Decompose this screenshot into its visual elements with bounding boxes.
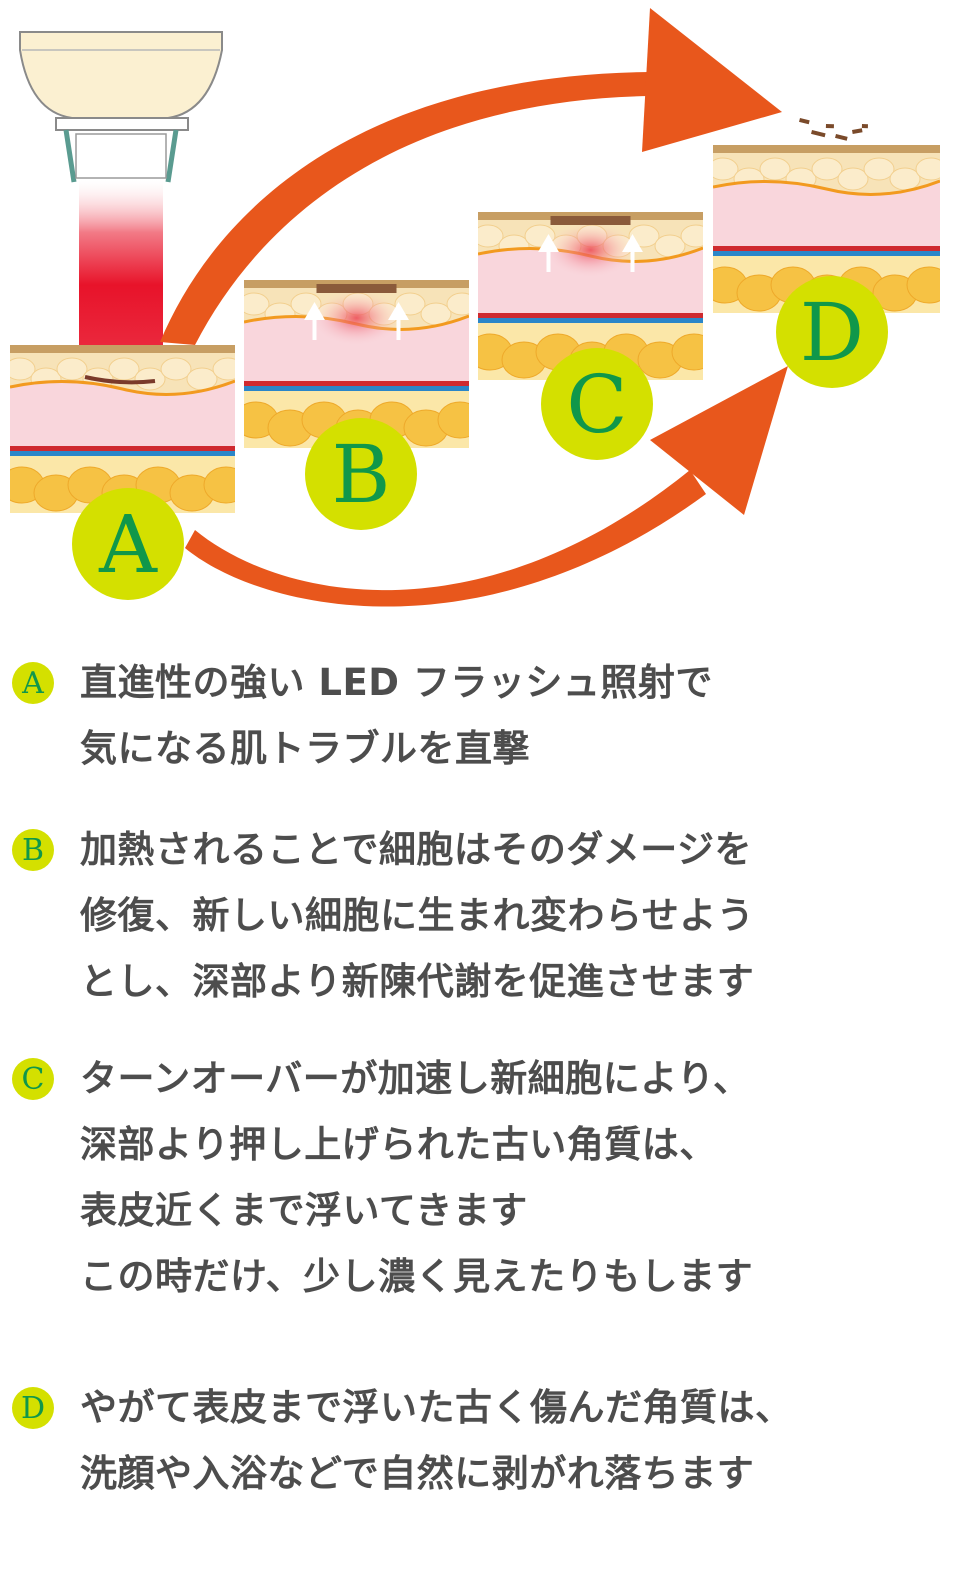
stage-badge-d: D [776,276,888,388]
stage-badge-letter: B [332,428,391,521]
skin-layer-icon: A [10,345,235,600]
stage-badge-b: B [305,418,417,530]
skin-layer-icon: B [244,280,469,530]
item-badge: B [12,829,54,871]
stage-badge-c: C [541,348,653,460]
upper-arrow-icon [160,8,782,345]
item-text-line: 深部より押し上げられた古い角質は、 [80,1123,717,1166]
led-lamp-icon [19,31,223,183]
stage-badge-a: A [72,488,184,600]
item-text-line: 気になる肌トラブルを直撃 [80,727,530,770]
item-text-line: 修復、新しい細胞に生まれ変わらせよう [80,894,755,937]
item-text-line: やがて表皮まで浮いた古く傷んだ角質は、 [80,1386,793,1429]
skin-turnover-diagram: A B C D [0,0,960,640]
item-badge: C [12,1058,54,1100]
stage-badge-letter: A [98,498,158,591]
item-text-line: この時だけ、少し濃く見えたりもします [80,1255,754,1298]
skin-layer-icon: D [713,118,940,388]
item-badge: D [12,1387,54,1429]
lower-arrow-icon [185,366,788,607]
diagram-canvas: A B C D [10,8,940,607]
item-badge: A [12,662,54,704]
item-text-line: ターンオーバーが加速し新細胞により、 [80,1057,751,1100]
skin-layer-icon: C [478,212,703,460]
stage-badge-letter: D [800,286,864,379]
stage-badge-letter: C [566,358,627,451]
item-text-line: 直進性の強い LED フラッシュ照射で [80,661,713,704]
item-text-line: 加熱されることで細胞はそのダメージを [80,828,753,871]
item-text-line: 表皮近くまで浮いてきます [80,1189,528,1232]
item-text-line: とし、深部より新陳代謝を促進させます [80,960,755,1003]
item-text-line: 洗顔や入浴などで自然に剥がれ落ちます [80,1452,755,1495]
